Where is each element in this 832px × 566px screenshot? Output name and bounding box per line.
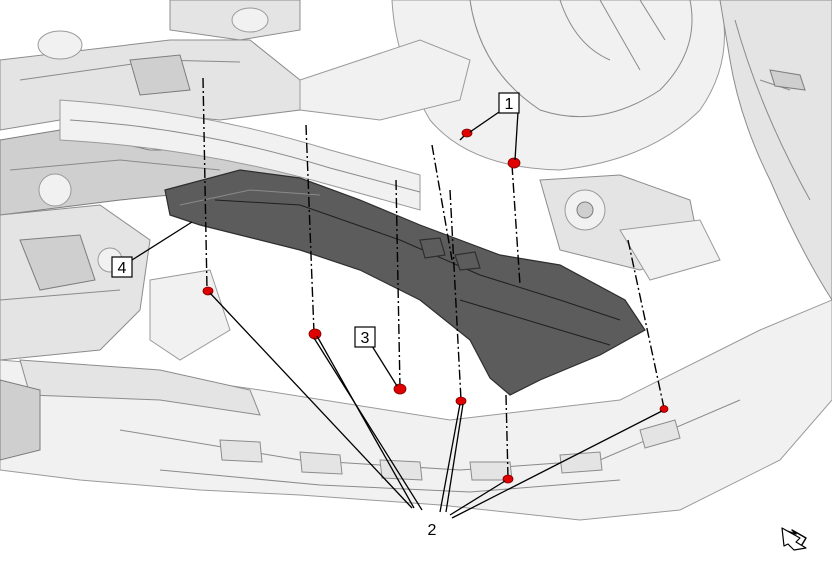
front-arrow-icon	[781, 527, 807, 551]
callout-2-label: 2	[428, 522, 437, 539]
clip-fastener	[507, 157, 521, 169]
callout-3: 3	[354, 326, 376, 348]
fender-liner	[719, 0, 832, 301]
lower-arm	[0, 359, 261, 461]
clip-fastener	[659, 405, 669, 413]
callout-4-label: 4	[118, 260, 127, 277]
clip-fastener	[393, 383, 407, 395]
clip-fastener	[502, 474, 514, 484]
installation-lines	[202, 77, 665, 479]
callout-1: 1	[498, 92, 520, 114]
clip-fastener	[461, 128, 473, 138]
clip-fastener	[455, 396, 467, 406]
dark-shield	[164, 169, 646, 396]
callout-4: 4	[111, 256, 133, 278]
suspension	[539, 174, 721, 281]
left-components	[0, 173, 231, 361]
exhaust-pipe	[59, 99, 421, 211]
lower-undercover	[0, 299, 832, 521]
callout-1-label: 1	[505, 96, 514, 113]
clip-fastener	[308, 328, 322, 340]
callout-3-label: 3	[361, 330, 370, 347]
callout-2: 2	[428, 522, 437, 539]
leader-lines	[131, 109, 663, 519]
